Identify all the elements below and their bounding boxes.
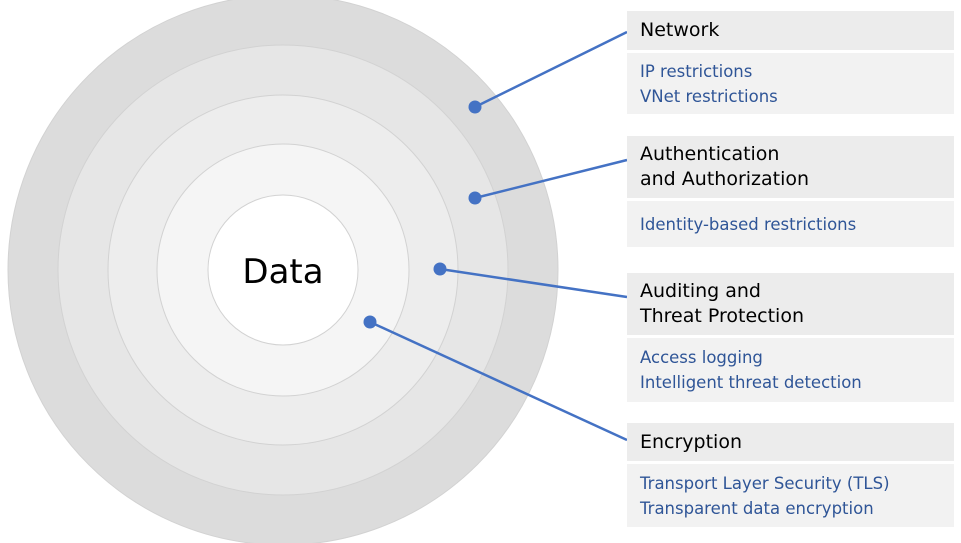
layer-title-line: Threat Protection bbox=[640, 305, 804, 327]
connector-dot-encryption bbox=[363, 315, 377, 329]
layer-items-encryption: Transport Layer Security (TLS) Transpare… bbox=[627, 464, 954, 527]
layer-item: Access logging bbox=[640, 348, 763, 367]
center-data-label: Data bbox=[242, 252, 323, 292]
connector-dot-network bbox=[468, 100, 482, 114]
layer-item: Identity-based restrictions bbox=[640, 214, 857, 234]
connector-dot-auditing bbox=[433, 262, 447, 276]
layer-item: Transport Layer Security (TLS) bbox=[640, 473, 890, 493]
layer-title-authentication: Authentication and Authorization bbox=[627, 136, 954, 198]
layer-items-authentication: Identity-based restrictions bbox=[627, 201, 954, 247]
layer-items-auditing: Access logging Intelligent threat detect… bbox=[627, 338, 954, 402]
layer-title-auditing: Auditing and Threat Protection bbox=[627, 273, 954, 335]
layer-items-network: IP restrictions VNet restrictions bbox=[627, 53, 954, 114]
layer-title-line: Auditing and bbox=[640, 280, 761, 302]
layer-title-line: Network bbox=[640, 19, 720, 41]
layer-item: VNet restrictions bbox=[640, 86, 778, 106]
layer-title-line: Authentication bbox=[640, 143, 780, 165]
layer-title-encryption: Encryption bbox=[627, 423, 954, 461]
layer-title-line: and Authorization bbox=[640, 168, 810, 190]
layer-item: Transparent data encryption bbox=[640, 498, 874, 518]
layer-title-line: Encryption bbox=[640, 430, 743, 453]
connector-network bbox=[474, 30, 628, 109]
connector-encryption bbox=[369, 320, 628, 442]
layer-title-network: Network bbox=[627, 11, 954, 50]
layer-panel-encryption: Encryption Transport Layer Security (TLS… bbox=[627, 423, 954, 527]
connector-dot-authentication bbox=[468, 191, 482, 205]
layer-item: IP restrictions bbox=[640, 61, 753, 81]
connector-authentication bbox=[474, 158, 628, 200]
layer-panel-network: Network IP restrictions VNet restriction… bbox=[627, 11, 954, 114]
connector-auditing bbox=[439, 267, 628, 299]
data-core bbox=[207, 194, 359, 346]
layer-panel-auditing: Auditing and Threat Protection Access lo… bbox=[627, 273, 954, 402]
layer-panel-authentication: Authentication and Authorization Identit… bbox=[627, 136, 954, 247]
layer-item: Intelligent threat detection bbox=[640, 373, 862, 392]
